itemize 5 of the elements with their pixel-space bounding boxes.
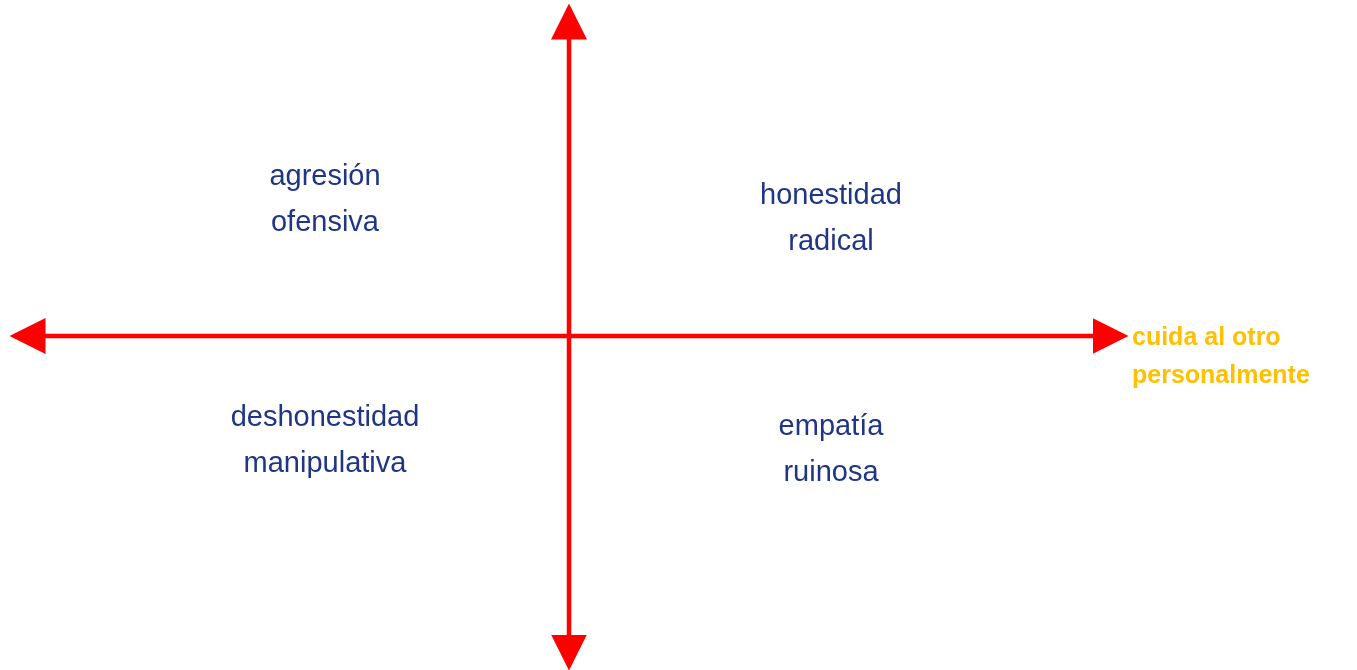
quadrant-label: agresión ofensiva: [268, 158, 382, 239]
axis-label: cuida al otro personalmente: [1132, 321, 1311, 390]
quadrant-label: empatía ruinosa: [777, 408, 885, 489]
quadrant-label: honestidad radical: [759, 177, 903, 258]
quadrant-label: deshonestidad manipulativa: [229, 399, 421, 480]
